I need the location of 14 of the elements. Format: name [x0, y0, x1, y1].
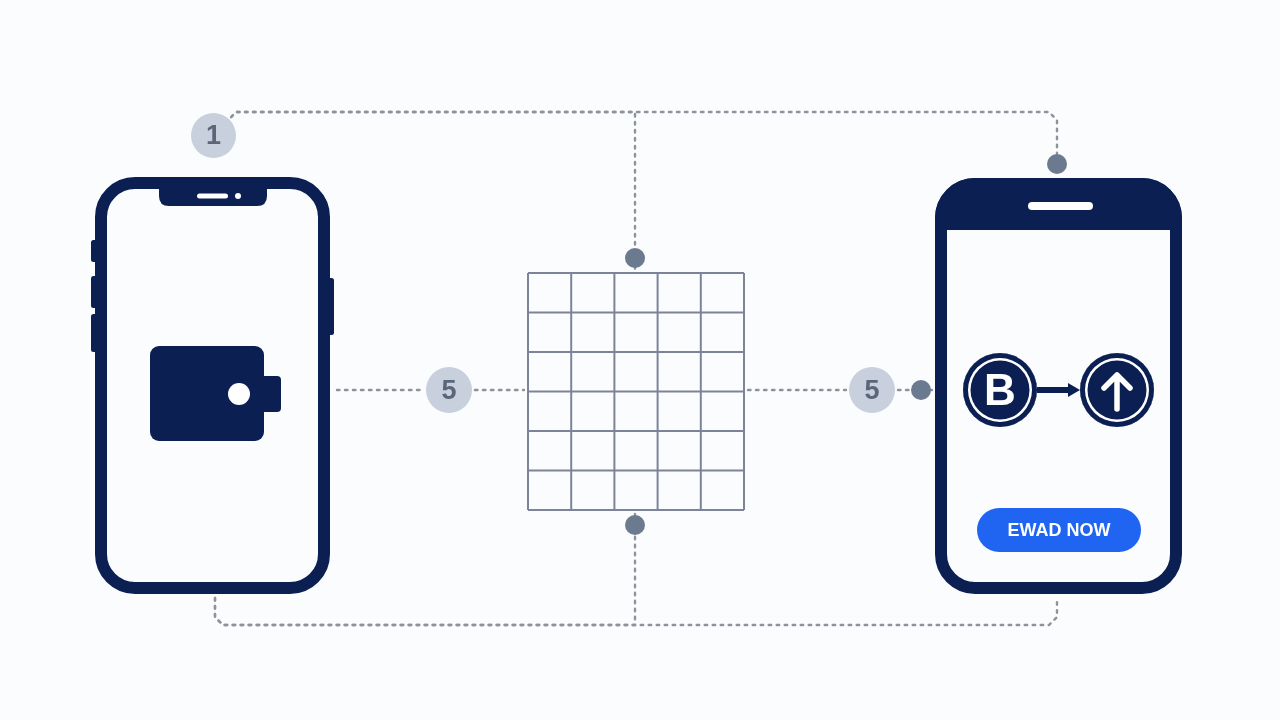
- arrow: [1037, 383, 1080, 397]
- action-button: EWAD NOW: [977, 508, 1141, 552]
- letter-circle: B: [963, 353, 1037, 427]
- dotted-connector: [746, 388, 848, 392]
- callout-number: 5: [849, 367, 895, 413]
- callout-number: 1: [191, 113, 236, 158]
- dotted-connector: [473, 388, 526, 392]
- dotted-connector: [213, 512, 645, 627]
- dotted-connector: [896, 380, 934, 400]
- phone-illustration: [935, 178, 1182, 594]
- dotted-connector: [229, 110, 645, 271]
- callout-number: 5: [426, 367, 472, 413]
- grid-illustration: [527, 272, 745, 511]
- phone-illustration: [91, 177, 334, 595]
